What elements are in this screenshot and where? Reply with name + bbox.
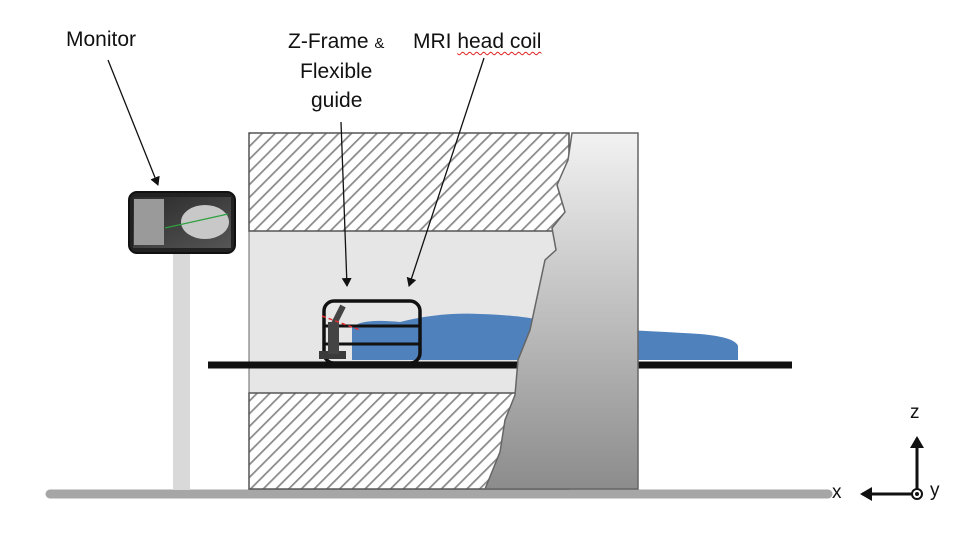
mri-head-coil [322,299,422,365]
scanner-magnet-top [248,132,570,232]
coil-label-prefix: MRI [413,30,458,53]
zframe-label-amp: & [374,35,385,52]
coil-label: MRI head coil [413,27,541,56]
flexible-guide [330,304,346,328]
z-frame-post [328,322,339,354]
coil-label-underlined: head coil [457,30,542,53]
zframe-label-line2: Flexible [300,60,373,83]
y-axis-dot-center [915,492,919,496]
zframe-label-line3: guide [311,89,363,112]
zframe-pointer-arrow [340,121,352,287]
monitor-stand [173,252,190,490]
zframe-label-line1: Z-Frame & [288,27,384,58]
z-axis-label: z [910,402,920,423]
monitor-label: Monitor [66,28,137,51]
zframe-label-text: Z-Frame [288,30,369,53]
z-frame-base [319,351,346,359]
coil-pointer-arrow [406,57,485,287]
monitor-panel [134,199,164,245]
monitor-trajectory-line [164,213,229,229]
monitor-pointer-arrow [107,59,160,186]
monitor-scan-image [181,205,229,239]
x-axis-label: x [832,482,842,503]
scanner-flange [483,132,639,490]
y-axis-label: y [930,480,940,501]
